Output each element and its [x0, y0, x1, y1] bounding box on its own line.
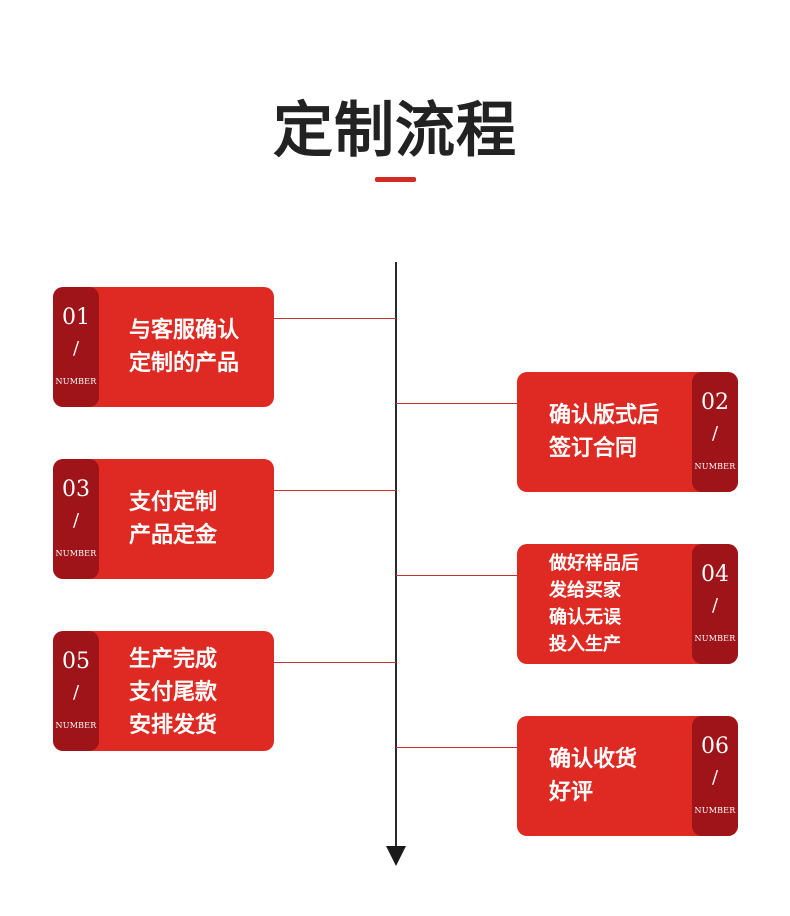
step-number-label: NUMBER — [694, 462, 736, 471]
step-number: 01 — [62, 305, 90, 330]
connector-step-03 — [274, 490, 396, 491]
step-text-line: 好评 — [549, 779, 594, 805]
step-card-04: 做好样品后 发给买家 确认无误 投入生产 04 / NUMBER — [517, 544, 738, 664]
step-text: 做好样品后 发给买家 确认无误 投入生产 — [549, 550, 639, 658]
connector-step-02 — [396, 403, 517, 404]
step-text-line: 做好样品后 — [549, 553, 639, 574]
step-text-line: 与客服确认 — [129, 317, 240, 343]
step-slash: / — [711, 423, 719, 444]
step-number: 03 — [62, 477, 90, 502]
step-number-box: 03 / NUMBER — [53, 459, 99, 579]
step-number-box: 01 / NUMBER — [53, 287, 99, 407]
step-text-line: 生产完成 — [129, 646, 218, 672]
step-text: 确认收货 好评 — [549, 743, 637, 809]
step-text-line: 支付定制 — [129, 489, 218, 515]
step-text: 生产完成 支付尾款 安排发货 — [129, 643, 217, 742]
step-text-line: 签订合同 — [549, 435, 638, 461]
step-text-line: 投入生产 — [549, 634, 621, 655]
step-card-06: 确认收货 好评 06 / NUMBER — [517, 716, 738, 836]
step-number: 02 — [701, 390, 729, 415]
title-underline — [375, 177, 416, 182]
connector-step-05 — [274, 662, 396, 663]
step-text-line: 安排发货 — [129, 712, 218, 738]
step-text-line: 产品定金 — [129, 522, 218, 548]
step-card-01: 01 / NUMBER 与客服确认 定制的产品 — [53, 287, 274, 407]
connector-step-06 — [396, 747, 517, 748]
step-number: 04 — [701, 562, 729, 587]
timeline-arrow-icon — [386, 846, 406, 866]
timeline-line — [395, 262, 397, 852]
step-text-line: 发给买家 — [549, 580, 621, 601]
step-text: 支付定制 产品定金 — [129, 486, 217, 552]
step-number-box: 02 / NUMBER — [692, 372, 738, 492]
connector-step-04 — [396, 575, 517, 576]
step-text-line: 确认版式后 — [549, 402, 660, 428]
page-title: 定制流程 — [273, 96, 517, 166]
step-slash: / — [72, 338, 80, 359]
step-text-line: 确认无误 — [549, 607, 621, 628]
step-card-05: 05 / NUMBER 生产完成 支付尾款 安排发货 — [53, 631, 274, 751]
step-text: 确认版式后 签订合同 — [549, 399, 659, 465]
step-text: 与客服确认 定制的产品 — [129, 314, 239, 380]
step-number-box: 06 / NUMBER — [692, 716, 738, 836]
step-number-label: NUMBER — [694, 634, 736, 643]
step-card-03: 03 / NUMBER 支付定制 产品定金 — [53, 459, 274, 579]
connector-step-01 — [274, 318, 396, 319]
step-number: 05 — [62, 649, 90, 674]
step-number-label: NUMBER — [55, 721, 97, 730]
step-slash: / — [711, 595, 719, 616]
step-text-line: 支付尾款 — [129, 679, 218, 705]
step-number-label: NUMBER — [55, 377, 97, 386]
step-text-line: 定制的产品 — [129, 350, 240, 376]
step-slash: / — [72, 682, 80, 703]
step-slash: / — [711, 767, 719, 788]
step-number-box: 05 / NUMBER — [53, 631, 99, 751]
step-card-02: 确认版式后 签订合同 02 / NUMBER — [517, 372, 738, 492]
step-number: 06 — [701, 734, 729, 759]
step-slash: / — [72, 510, 80, 531]
step-number-box: 04 / NUMBER — [692, 544, 738, 664]
step-text-line: 确认收货 — [549, 746, 638, 772]
step-number-label: NUMBER — [55, 549, 97, 558]
step-number-label: NUMBER — [694, 806, 736, 815]
